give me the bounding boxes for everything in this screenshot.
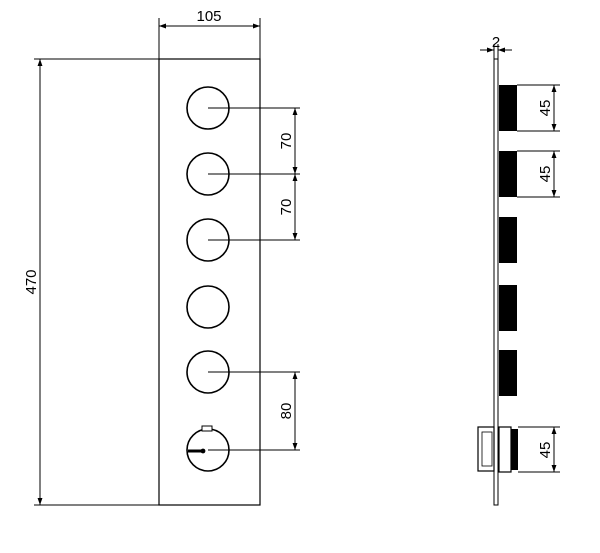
side-knob-1-dimension: 45 bbox=[517, 84, 560, 132]
side-knob-4 bbox=[499, 285, 517, 331]
width-label: 105 bbox=[196, 8, 221, 25]
side-knob-2-label: 45 bbox=[537, 166, 554, 183]
side-knob-5 bbox=[499, 350, 517, 396]
front-knob-6-with-indicator bbox=[186, 425, 230, 472]
knob-spacing-dimensions: 70 70 bbox=[208, 107, 300, 241]
side-knob-6-label: 45 bbox=[537, 442, 554, 459]
spacing-1-label: 70 bbox=[278, 133, 295, 150]
side-plate bbox=[493, 58, 499, 506]
side-view: 2 45 45 bbox=[477, 34, 560, 506]
side-knob-6-dimension: 45 bbox=[518, 426, 560, 473]
height-dimension: 470 bbox=[23, 58, 159, 506]
side-knob-3 bbox=[499, 217, 517, 263]
side-knob-1 bbox=[499, 85, 517, 131]
front-knob-4 bbox=[186, 285, 230, 329]
height-label: 470 bbox=[23, 269, 40, 294]
width-dimension: 105 bbox=[158, 8, 261, 59]
spacing-3-label: 80 bbox=[278, 403, 295, 420]
side-knob-2-dimension: 45 bbox=[517, 150, 560, 198]
last-knob-spacing-dimension: 80 bbox=[208, 371, 300, 451]
side-knob-2 bbox=[499, 151, 517, 197]
thickness-dimension: 2 bbox=[480, 34, 512, 59]
front-plate bbox=[158, 58, 261, 506]
side-knob-1-label: 45 bbox=[537, 100, 554, 117]
spacing-2-label: 70 bbox=[278, 199, 295, 216]
front-view: 105 470 70 70 80 bbox=[23, 8, 300, 506]
thickness-label: 2 bbox=[492, 34, 500, 51]
side-knob-6 bbox=[477, 426, 518, 473]
